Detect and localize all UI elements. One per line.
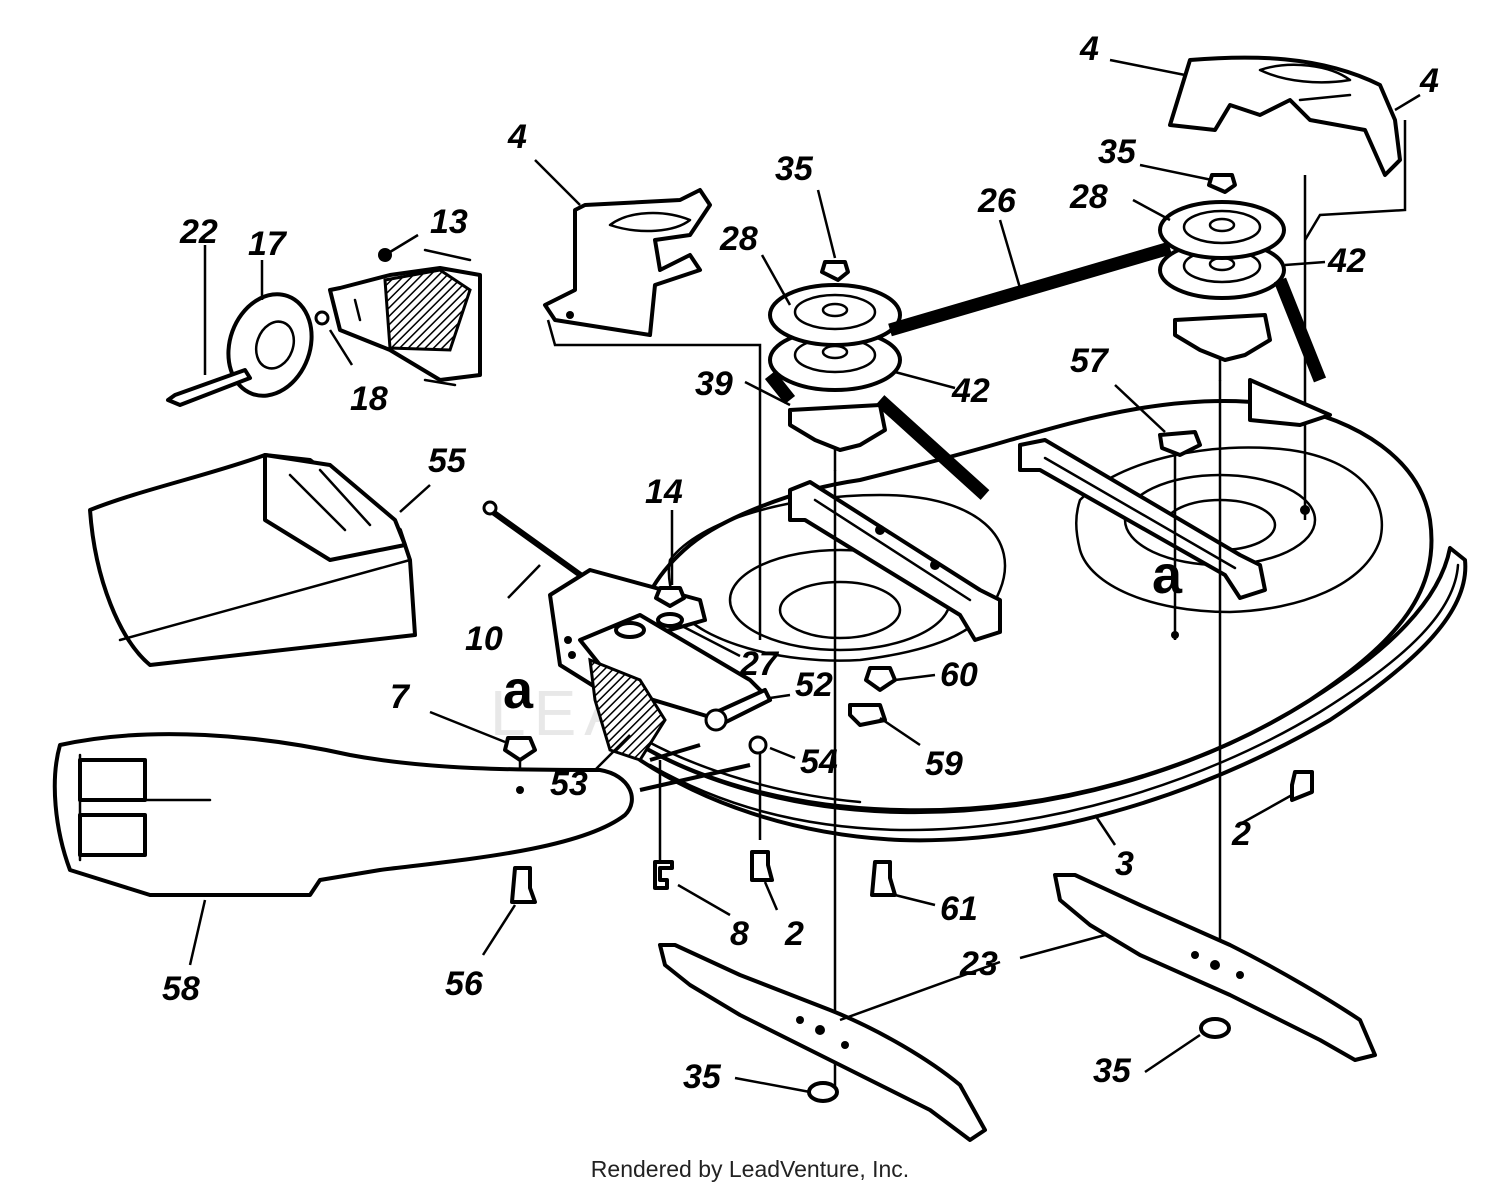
front-bumper <box>52 732 634 897</box>
callout-52: 52 <box>795 666 833 704</box>
reference-mark-a-deck: a <box>1152 545 1183 605</box>
nut-35-blade-right <box>1199 1017 1231 1039</box>
belt-shield-right <box>1168 55 1402 177</box>
clip-59 <box>848 703 887 727</box>
callout-35-blade-right: 35 <box>1093 1052 1132 1090</box>
bolt-56 <box>510 866 537 904</box>
callout-61: 61 <box>940 890 978 928</box>
callout-labels: 4 4 4 22 17 13 18 35 35 35 35 28 28 26 4… <box>162 30 1439 1096</box>
credit-text: Rendered by LeadVenture, Inc. <box>590 1156 910 1182</box>
callout-35-left-spindle: 35 <box>775 150 814 188</box>
callout-42-right: 42 <box>1327 242 1366 280</box>
callout-56: 56 <box>445 965 484 1003</box>
spindle-assembly-left <box>768 260 902 472</box>
callout-2-right: 2 <box>1231 815 1251 853</box>
callout-39: 39 <box>695 365 733 403</box>
callout-18: 18 <box>350 380 388 418</box>
callout-22: 22 <box>179 213 218 251</box>
belt-shield-left <box>543 188 712 337</box>
callout-4-top: 4 <box>1419 62 1439 100</box>
callout-53: 53 <box>550 765 588 803</box>
deck-bracket-left <box>788 480 1002 642</box>
callout-2-front: 2 <box>784 915 804 953</box>
nut-60 <box>864 666 897 692</box>
blade-right <box>1053 873 1377 1062</box>
callout-14: 14 <box>645 473 683 511</box>
callout-8: 8 <box>730 915 749 953</box>
callout-4-right: 4 <box>1079 30 1099 68</box>
spindle-assembly-right <box>1158 173 1286 382</box>
callout-26: 26 <box>977 182 1017 220</box>
callout-35-blade-left: 35 <box>683 1058 722 1096</box>
callout-60: 60 <box>940 656 978 694</box>
callout-54: 54 <box>800 743 838 781</box>
callout-13: 13 <box>430 203 468 241</box>
callout-17: 17 <box>248 225 288 263</box>
callout-57: 57 <box>1070 342 1110 380</box>
assembly-guide-lines <box>518 120 1407 1090</box>
callout-10: 10 <box>465 620 503 658</box>
callout-28-left: 28 <box>719 220 758 258</box>
callout-27: 27 <box>739 645 780 683</box>
rear-deck-cover <box>1248 378 1332 427</box>
callout-59: 59 <box>925 745 963 783</box>
callout-4-left: 4 <box>507 118 527 156</box>
deck-bracket-right <box>1018 438 1267 600</box>
bolt-2-front <box>750 850 774 882</box>
callout-42-left: 42 <box>951 372 990 410</box>
drive-belt <box>764 241 1327 500</box>
blade-left <box>658 943 987 1142</box>
bolt-8 <box>653 860 674 890</box>
reference-mark-a-bumper: a <box>503 660 534 720</box>
nut-7 <box>503 736 537 762</box>
callout-35-right-spindle: 35 <box>1098 133 1137 171</box>
callout-3: 3 <box>1115 845 1134 883</box>
callout-leaders <box>188 58 1421 1094</box>
callout-55: 55 <box>428 442 467 480</box>
bolt-2-right <box>1290 770 1314 802</box>
discharge-chute <box>88 453 417 667</box>
gauge-wheel-assembly <box>166 248 482 407</box>
callout-23: 23 <box>959 945 998 983</box>
pivot-bracket-assembly <box>482 500 772 762</box>
callout-7: 7 <box>390 678 411 716</box>
bolt-61 <box>870 860 897 897</box>
knob-57 <box>1158 430 1202 457</box>
callout-28-right: 28 <box>1069 178 1108 216</box>
callout-58: 58 <box>162 970 200 1008</box>
nut-35-blade-left <box>807 1081 839 1103</box>
